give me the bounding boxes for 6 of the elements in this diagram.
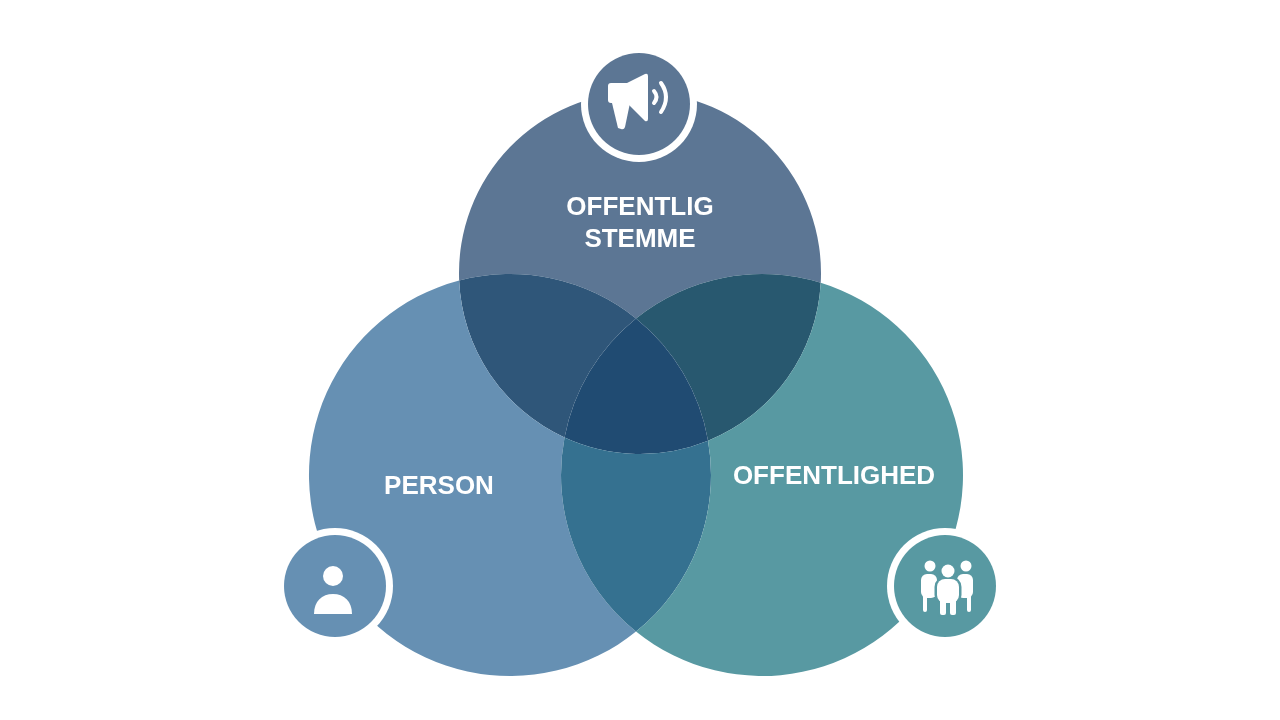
circle-label: OFFENTLIGHED xyxy=(732,459,936,491)
venn-circle xyxy=(459,53,821,454)
circle-label: PERSON xyxy=(384,469,494,501)
venn-circle xyxy=(636,282,996,676)
venn-circle xyxy=(284,280,711,676)
circle-label: OFFENTLIG STEMME xyxy=(566,190,714,254)
